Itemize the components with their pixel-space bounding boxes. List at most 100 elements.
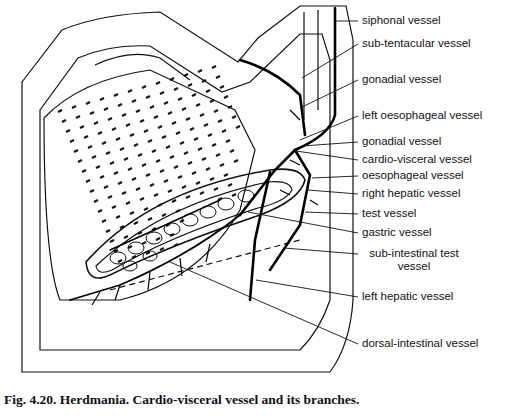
stigma-slit	[58, 110, 62, 112]
vessel-label: right hepatic vessel	[362, 187, 522, 200]
stigma-slit	[146, 96, 150, 98]
stigma-slit	[160, 170, 164, 172]
sub-tentacular-vessel	[240, 60, 305, 135]
stigma-slit	[168, 112, 172, 114]
stigma-slit	[184, 152, 188, 154]
vessel-label: sub-tentacular vessel	[362, 37, 522, 50]
stigma-slit	[144, 130, 148, 132]
stigma-slit	[146, 174, 150, 176]
stigma-slit	[128, 168, 132, 170]
stigma-slit	[200, 114, 204, 116]
stigma-slit	[86, 180, 90, 182]
gut-loop	[86, 169, 305, 278]
stigma-slit	[150, 106, 154, 108]
stigma-slit	[182, 108, 186, 110]
stigma-slit	[206, 90, 210, 92]
stigma-slit	[142, 86, 146, 88]
stigma-slit	[80, 126, 84, 128]
vessel-label: siphonal vessel	[362, 14, 522, 27]
body-outline	[22, 6, 353, 372]
stigma-slit	[188, 84, 192, 86]
stigma-slit	[158, 204, 162, 206]
stigma-slit	[168, 190, 172, 192]
stigma-slit	[228, 184, 232, 186]
stigma-slit	[138, 232, 142, 234]
stigma-slit	[70, 140, 74, 142]
stigma-slit	[108, 118, 112, 120]
stigma-slit	[138, 154, 142, 156]
stigma-slit	[132, 178, 136, 180]
stigma-slit	[186, 196, 190, 198]
stigma-slit	[212, 66, 216, 68]
stigma-slit	[218, 120, 222, 122]
stigma-slit	[102, 220, 106, 222]
stigma-slit	[94, 200, 98, 202]
stigma-slit	[122, 114, 126, 116]
stigma-slit	[172, 122, 176, 124]
stigma-slit	[204, 124, 208, 126]
stigma-slit	[180, 142, 184, 144]
stigma-slit	[170, 78, 174, 80]
stigma-slit	[146, 252, 150, 254]
stigma-slit	[104, 108, 108, 110]
stigma-slit	[196, 104, 200, 106]
stigma-slit	[206, 168, 210, 170]
stigma-slit	[66, 130, 70, 132]
stigma-slit	[152, 150, 156, 152]
stigma-slit	[232, 194, 236, 196]
stigma-slit	[118, 260, 122, 262]
stigma-slit	[98, 132, 102, 134]
stigma-slit	[102, 142, 106, 144]
stigma-slit	[96, 166, 100, 168]
vessel-label: left oesophageal vessel	[362, 109, 522, 122]
branchial-sac	[44, 70, 255, 300]
stigma-slit	[220, 164, 224, 166]
stigma-slit	[88, 146, 92, 148]
gastric-vessel	[110, 200, 220, 250]
stigma-slit	[92, 156, 96, 158]
vessel-label: cardio-visceral vessel	[362, 153, 522, 166]
stigma-slit	[216, 76, 220, 78]
gonad-circles	[110, 190, 254, 271]
stigma-slit	[118, 104, 122, 106]
stigma-slit	[236, 126, 240, 128]
stigma-slit	[162, 136, 166, 138]
stigma-slit	[104, 186, 108, 188]
leader-lines	[170, 21, 358, 344]
stigma-slit	[178, 98, 182, 100]
stigma-slit	[232, 116, 236, 118]
stigma-slit	[82, 170, 86, 172]
stigma-slit	[98, 210, 102, 212]
vessel-label: gonadial vessel	[362, 135, 522, 148]
stigma-slit	[174, 166, 178, 168]
stigma-slit	[130, 134, 134, 136]
stigma-slit	[166, 146, 170, 148]
stigma-slit	[78, 160, 82, 162]
stigma-slit	[76, 116, 80, 118]
stigma-slit	[156, 160, 160, 162]
stigma-slit	[86, 102, 90, 104]
stigma-slit	[110, 240, 114, 242]
stigma-slit	[94, 122, 98, 124]
stigma-slit	[110, 162, 114, 164]
vessel-label: oesophageal vessel	[362, 169, 522, 182]
dorsal-intestinal-vessel	[70, 215, 240, 300]
stigma-slit	[124, 236, 128, 238]
stigma-slit	[142, 242, 146, 244]
stigma-slit	[210, 178, 214, 180]
stigma-slit	[196, 182, 200, 184]
stigma-slit	[112, 128, 116, 130]
stigma-slit	[114, 172, 118, 174]
vessel-label: sub-intestinal test vessel	[358, 247, 470, 273]
vessel-label: left hepatic vessel	[362, 290, 522, 303]
stigma-slit	[120, 226, 124, 228]
stigma-slit	[118, 182, 122, 184]
vessel-label: test vessel	[362, 207, 522, 220]
stigma-slit	[158, 126, 162, 128]
stigma-slit	[160, 92, 164, 94]
stigma-slit	[154, 194, 158, 196]
stigma-slit	[164, 180, 168, 182]
stigma-slit	[130, 212, 134, 214]
stigma-slit	[116, 138, 120, 140]
stigma-slit	[90, 190, 94, 192]
